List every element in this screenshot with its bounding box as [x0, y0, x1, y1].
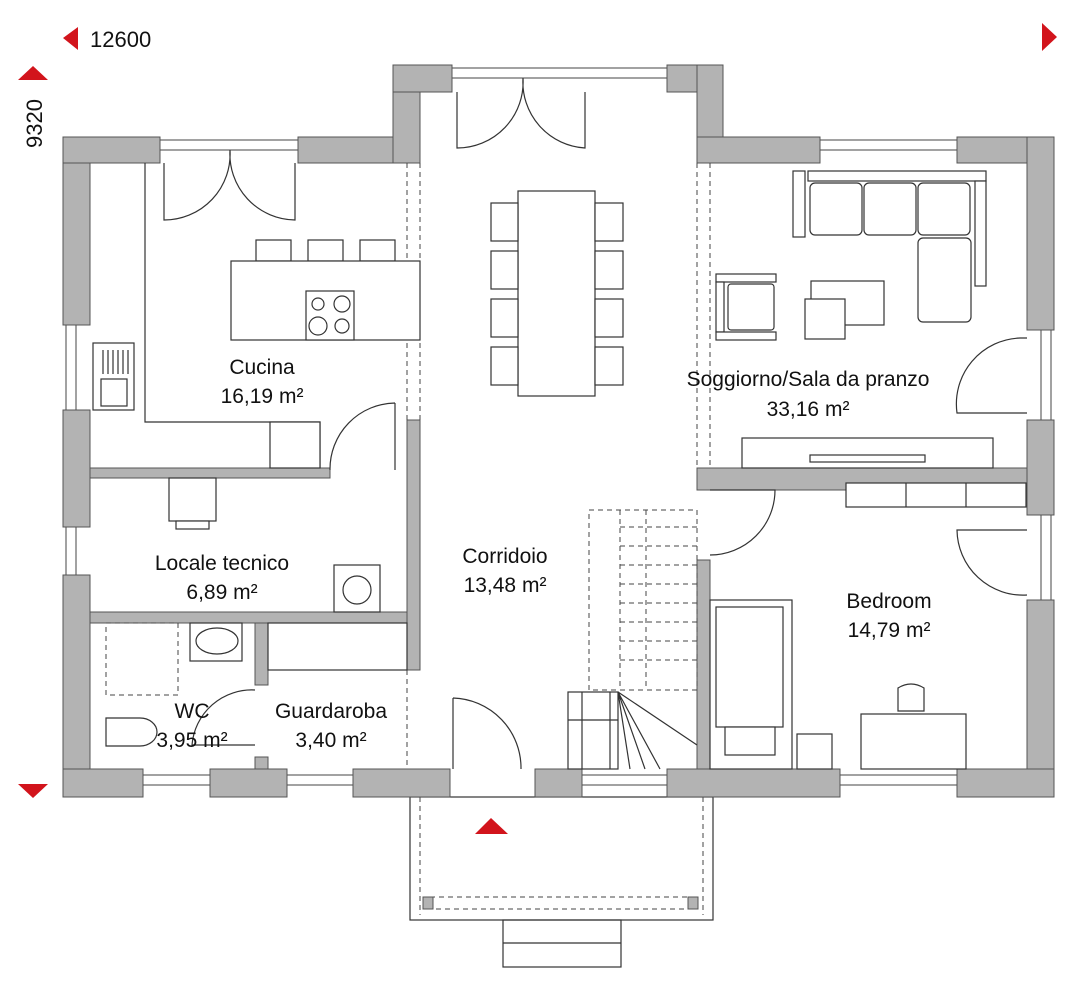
svg-text:Locale tecnico: Locale tecnico [155, 552, 289, 575]
living-furniture [715, 170, 994, 469]
room-label-guardaroba: Guardaroba 3,40 m² [275, 700, 387, 752]
entrance-arrow-icon [475, 818, 508, 834]
wc-fixtures [105, 622, 408, 747]
staircase [567, 509, 698, 770]
svg-text:Corridoio: Corridoio [462, 545, 547, 568]
dimension-arrow-down-icon [18, 784, 48, 798]
dimension-arrow-right-icon [1042, 23, 1057, 51]
width-dimension: 12600 [90, 27, 151, 52]
svg-text:WC: WC [175, 700, 210, 723]
svg-text:3,95 m²: 3,95 m² [156, 729, 227, 752]
dining-table [490, 190, 624, 397]
svg-text:6,89 m²: 6,89 m² [186, 581, 257, 604]
dimension-arrow-left-icon [63, 27, 78, 50]
kitchen-furniture [92, 163, 421, 469]
room-label-corridoio: Corridoio 13,48 m² [462, 545, 547, 597]
room-label-soggiorno: Soggiorno/Sala da pranzo 33,16 m² [687, 368, 930, 421]
svg-text:Cucina: Cucina [229, 356, 295, 379]
porch [409, 796, 714, 968]
room-label-bedroom: Bedroom 14,79 m² [846, 590, 931, 642]
svg-text:Soggiorno/Sala da pranzo: Soggiorno/Sala da pranzo [687, 368, 930, 391]
svg-text:14,79 m²: 14,79 m² [848, 619, 931, 642]
room-label-locale-tecnico: Locale tecnico 6,89 m² [155, 552, 289, 604]
bedroom-furniture [709, 482, 1027, 770]
windows [65, 67, 1052, 786]
room-label-wc: WC 3,95 m² [156, 700, 227, 752]
svg-text:Bedroom: Bedroom [846, 590, 931, 613]
room-label-cucina: Cucina 16,19 m² [221, 356, 304, 408]
svg-text:33,16 m²: 33,16 m² [767, 398, 850, 421]
doors [163, 77, 1028, 770]
dimension-arrow-up-icon [18, 66, 48, 80]
svg-text:Guardaroba: Guardaroba [275, 700, 387, 723]
svg-text:3,40 m²: 3,40 m² [295, 729, 366, 752]
svg-text:16,19 m²: 16,19 m² [221, 385, 304, 408]
svg-text:13,48 m²: 13,48 m² [464, 574, 547, 597]
depth-dimension: 9320 [22, 99, 47, 148]
technical-room-furniture [168, 477, 381, 613]
